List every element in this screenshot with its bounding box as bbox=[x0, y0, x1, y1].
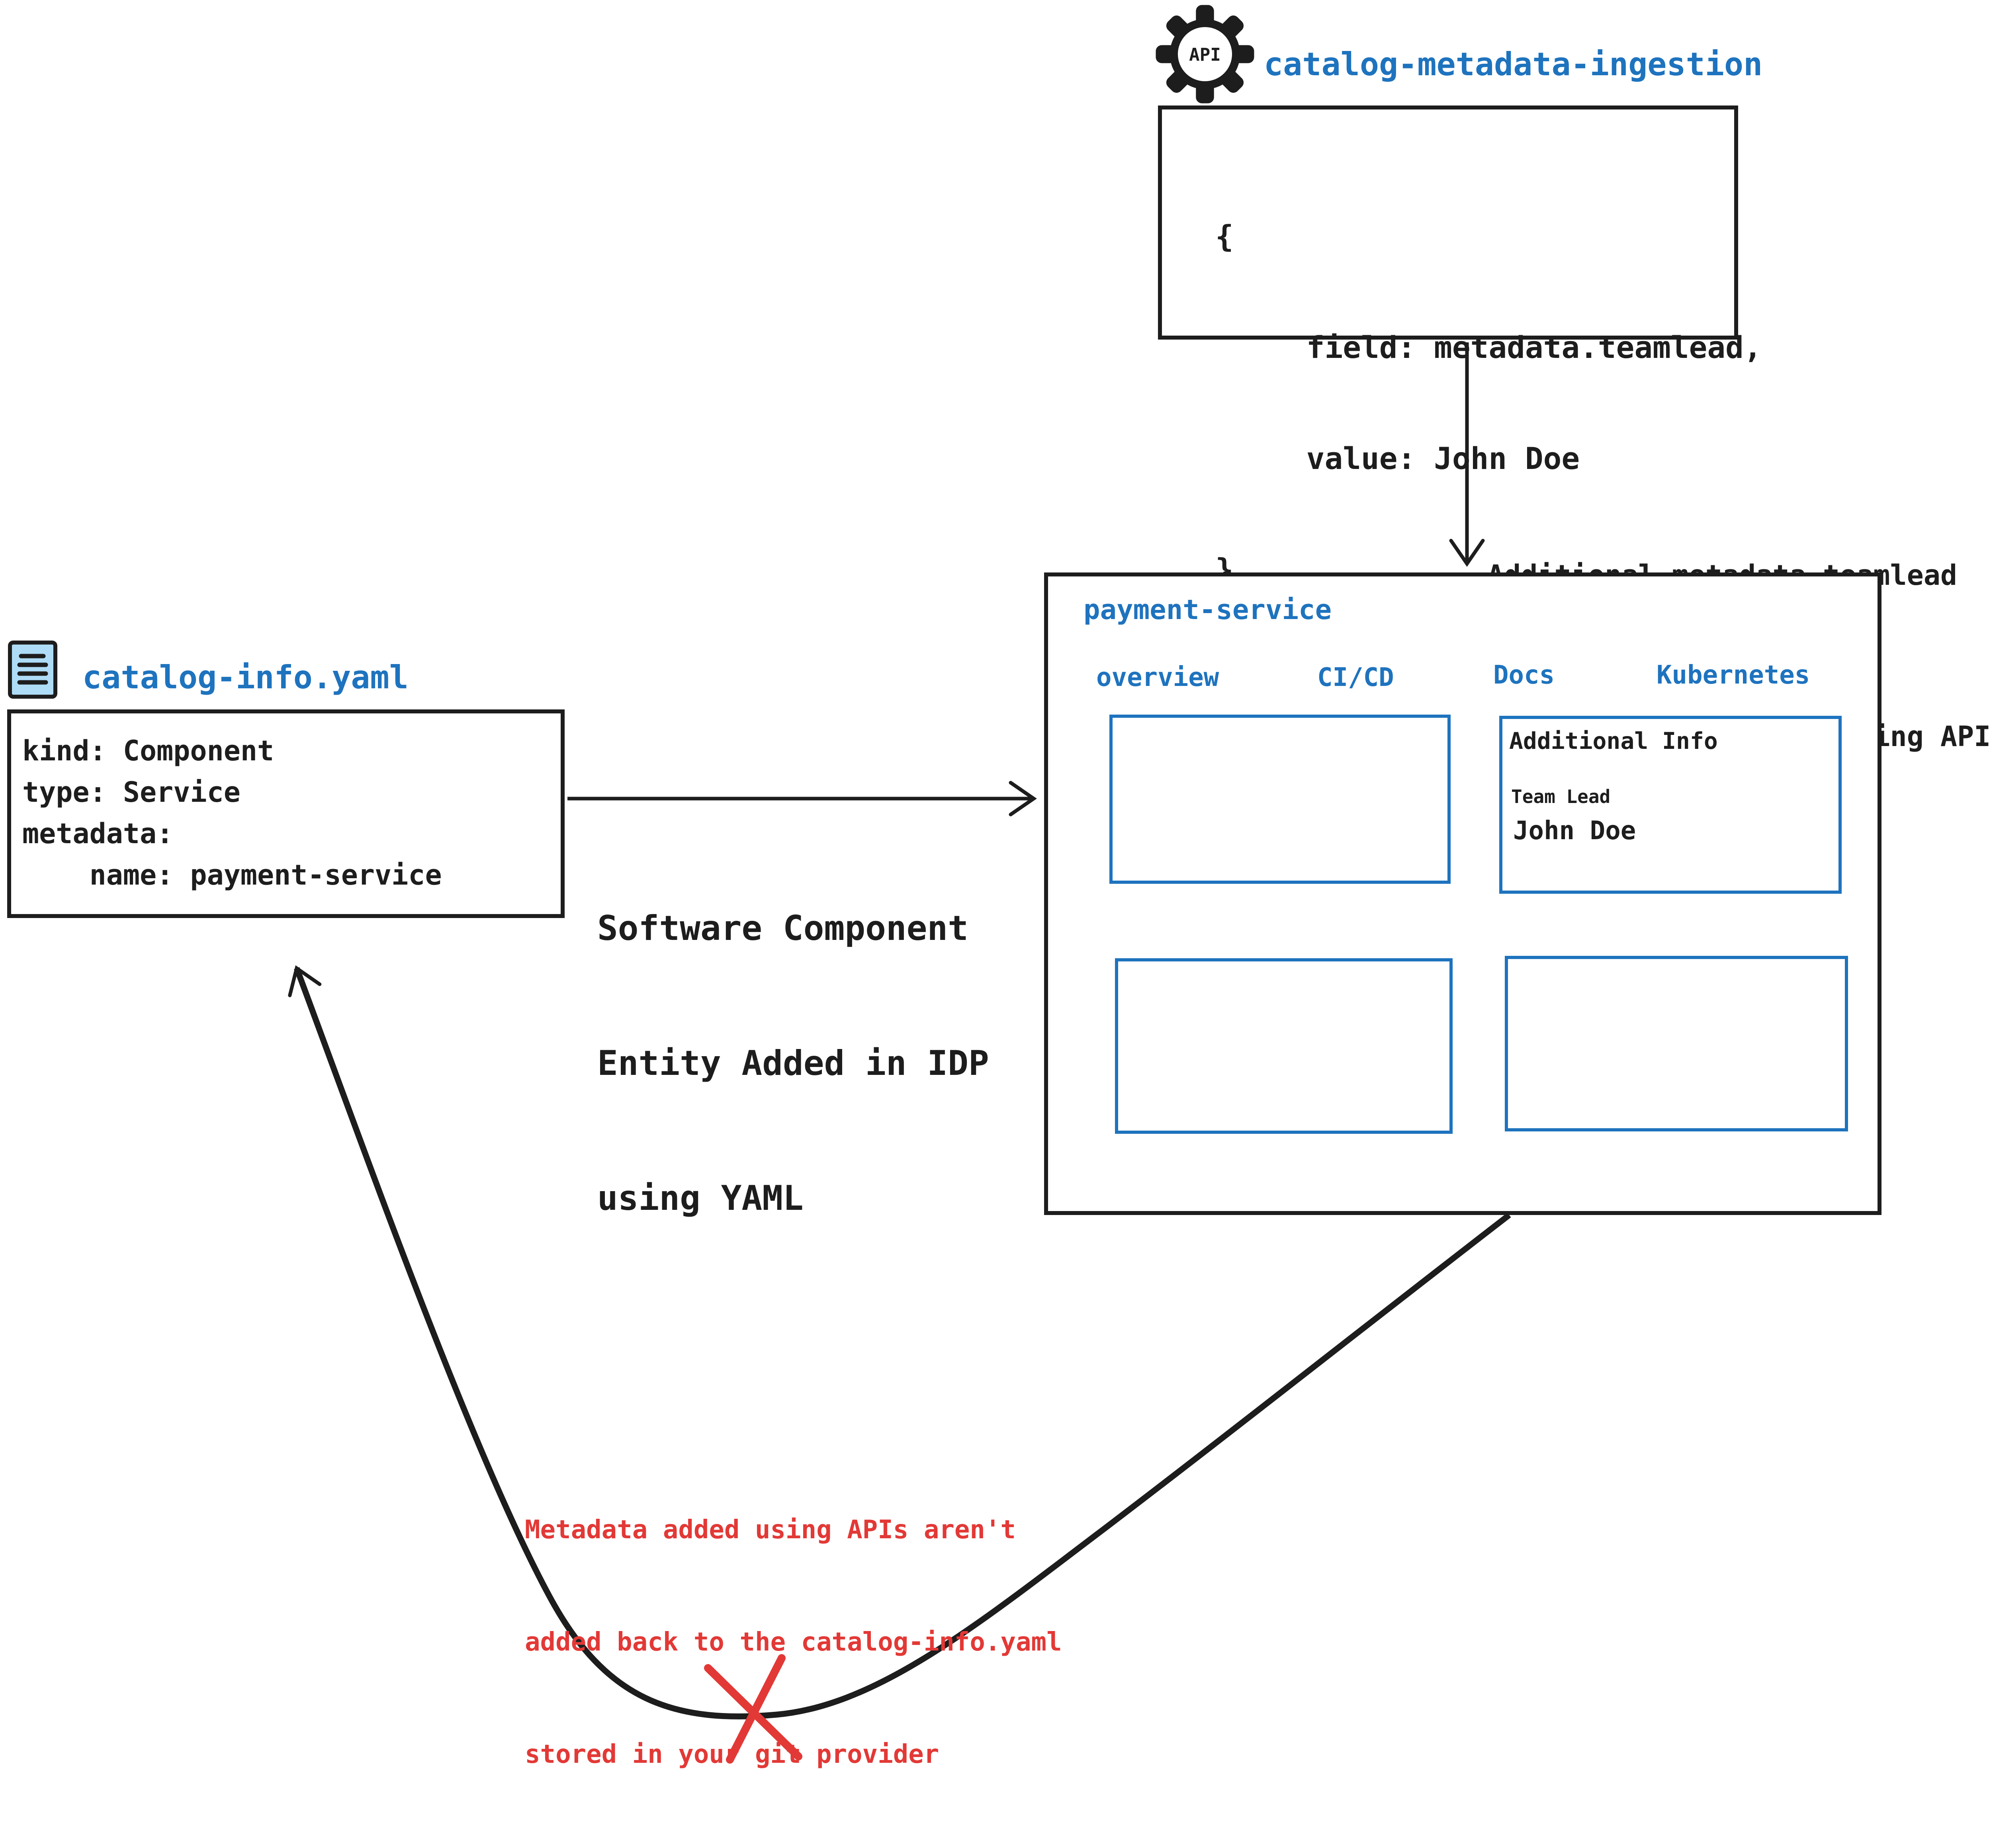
yaml-file-icon bbox=[8, 641, 57, 699]
yaml-line-type: type: Service bbox=[22, 776, 241, 809]
tab-cicd: CI/CD bbox=[1317, 663, 1394, 692]
yaml-content-box: kind: Component type: Service metadata: … bbox=[7, 709, 565, 918]
diagram-canvas: API catalog-metadata-ingestion { field: … bbox=[7, 5, 1991, 1769]
api-gear-icon: API bbox=[1156, 5, 1254, 104]
yaml-line-metadata: metadata: bbox=[22, 817, 174, 850]
idp-additional-info-panel: Additional Info Team Lead John Doe bbox=[1499, 716, 1842, 894]
tab-overview: overview bbox=[1096, 663, 1219, 692]
idp-empty-panel-bottom-left bbox=[1115, 958, 1453, 1134]
yaml-line-kind: kind: Component bbox=[22, 735, 274, 767]
feedback-note-line2: added back to the catalog-info.yaml bbox=[525, 1627, 1062, 1657]
yaml-arrow-label-line2: Entity Added in IDP bbox=[597, 1043, 989, 1083]
yaml-line-name: name: payment-service bbox=[22, 859, 442, 891]
idp-empty-panel-bottom-right bbox=[1505, 956, 1848, 1131]
api-gear-icon-label: API bbox=[1189, 45, 1221, 65]
yaml-arrow-label-line1: Software Component bbox=[597, 908, 968, 948]
api-payload-box: { field: metadata.teamlead, value: John … bbox=[1158, 105, 1762, 587]
team-lead-label: Team Lead bbox=[1511, 786, 1611, 807]
api-node-title: catalog-metadata-ingestion bbox=[1264, 46, 1763, 83]
feedback-note-line3: stored in your git provider bbox=[525, 1740, 939, 1769]
yaml-arrow-label-line3: using YAML bbox=[597, 1178, 804, 1218]
code-value-line: value: John Doe bbox=[1215, 441, 1580, 476]
code-field-line: field: metadata.teamlead, bbox=[1215, 330, 1762, 365]
idp-service-title: payment-service bbox=[1084, 594, 1332, 626]
idp-service-window: payment-service overview CI/CD Docs Kube… bbox=[1044, 572, 1881, 1215]
yaml-arrow-label: Software Component Entity Added in IDP u… bbox=[597, 816, 989, 1311]
team-lead-value: John Doe bbox=[1513, 816, 1636, 846]
feedback-note-line1: Metadata added using APIs aren't bbox=[525, 1515, 1016, 1545]
yaml-file-title: catalog-info.yaml bbox=[82, 659, 409, 696]
feedback-warning-note: Metadata added using APIs aren't added b… bbox=[525, 1436, 1062, 1848]
additional-info-heading: Additional Info bbox=[1509, 727, 1718, 754]
tab-docs: Docs bbox=[1493, 660, 1555, 690]
code-open-brace: { bbox=[1215, 219, 1234, 254]
api-payload-code: { field: metadata.teamlead, value: John … bbox=[1215, 144, 1762, 662]
idp-empty-panel-top-left bbox=[1109, 715, 1451, 884]
tab-kubernetes: Kubernetes bbox=[1657, 660, 1810, 690]
